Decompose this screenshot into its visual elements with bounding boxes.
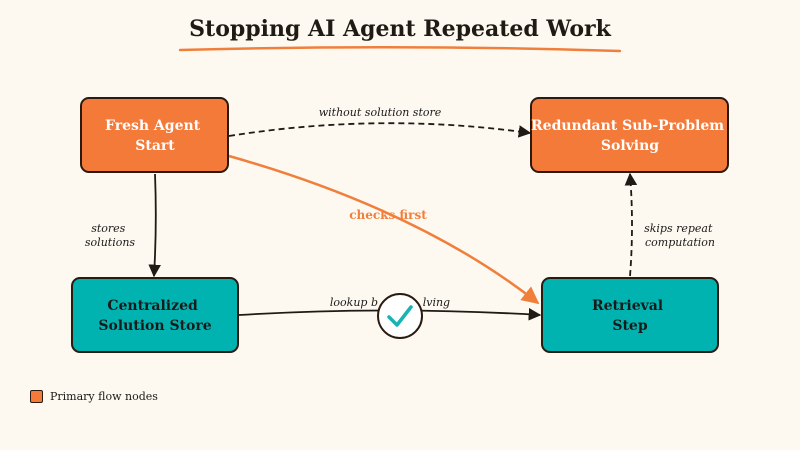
node-redundant-solving: Redundant Sub-Problem Solving — [530, 97, 729, 173]
diagram-title: Stopping AI Agent Repeated Work — [189, 16, 611, 42]
legend-swatch-primary — [30, 390, 43, 403]
edge-label-checks-first: checks first — [349, 208, 427, 222]
edge-label-stores-solutions: stores solutions — [85, 222, 136, 249]
node-solution-store: Centralized Solution Store — [71, 277, 239, 353]
node-fresh-agent-start: Fresh Agent Start — [80, 97, 229, 173]
edge-stores-solutions — [148, 173, 161, 278]
edge-label-skips-repeat: skips repeat computation — [644, 222, 716, 249]
edge-checks-first — [228, 154, 540, 305]
svg-text:Centralized Solution Sto: Centralized Solution Store — [98, 298, 211, 334]
svg-text:Fresh Agent Start: Fresh Agent Start — [105, 118, 205, 154]
node-retrieval-step: Retrieval Step — [541, 277, 719, 353]
svg-text:Redundant Sub-Problem So: Redundant Sub-Problem Solving — [531, 118, 729, 154]
svg-text:Retrieval Step: Retrieval Step — [592, 298, 668, 334]
check-icon — [377, 293, 423, 339]
title-underline — [178, 45, 622, 53]
edge-skips-repeat — [624, 172, 638, 277]
legend: Primary flow nodes — [30, 390, 158, 403]
legend-label-primary: Primary flow nodes — [50, 390, 158, 403]
edge-label-without-store: without solution store — [319, 106, 442, 119]
edge-without-store — [228, 122, 532, 138]
